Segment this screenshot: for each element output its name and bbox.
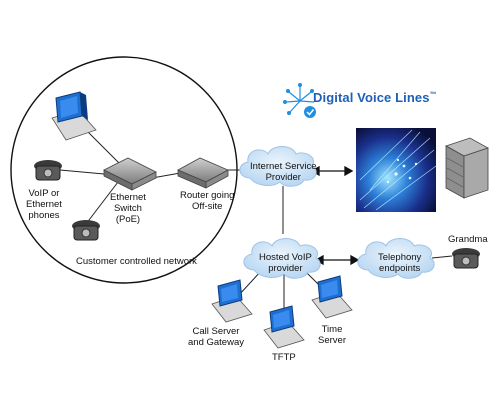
hosted-voip-label: Hosted VoIP provider: [259, 252, 312, 274]
computer-icon: [263, 305, 305, 349]
ethernet-switch-label: Ethernet Switch (PoE): [110, 192, 146, 225]
telephone-icon: [34, 160, 62, 181]
computer-icon: [211, 279, 253, 323]
telephone-icon: [452, 248, 480, 269]
router-label: Router going Off-site: [180, 190, 235, 212]
computer-icon: [51, 91, 97, 141]
router-icon: [177, 157, 229, 189]
fiber-optic-image: [356, 128, 437, 212]
cloud-icon: [243, 238, 321, 279]
server-rack-icon: [445, 137, 489, 199]
cloud-icon: [239, 146, 317, 187]
computer-icon: [311, 275, 353, 319]
double-arrow: [310, 165, 354, 177]
telephone-icon: [72, 220, 100, 241]
dandelion-check-icon: [283, 83, 316, 118]
customer-network-label: Customer controlled network: [76, 256, 197, 267]
cloud-icon: [357, 238, 435, 279]
telephony-endpoints-label: Telephony endpoints: [378, 252, 422, 274]
network-switch-icon: [103, 157, 157, 191]
double-arrow: [314, 254, 360, 266]
call-server-label: Call Server and Gateway: [188, 326, 244, 348]
isp-label: Internet Service Provider: [250, 161, 317, 183]
voip-phones-label: VoIP or Ethernet phones: [26, 188, 62, 221]
tftp-label: TFTP: [272, 352, 296, 363]
brand-name: Digital Voice Lines™: [313, 90, 437, 105]
trademark-symbol: ™: [429, 91, 437, 99]
grandma-label: Grandma: [448, 234, 488, 245]
time-server-label: Time Server: [318, 324, 346, 346]
